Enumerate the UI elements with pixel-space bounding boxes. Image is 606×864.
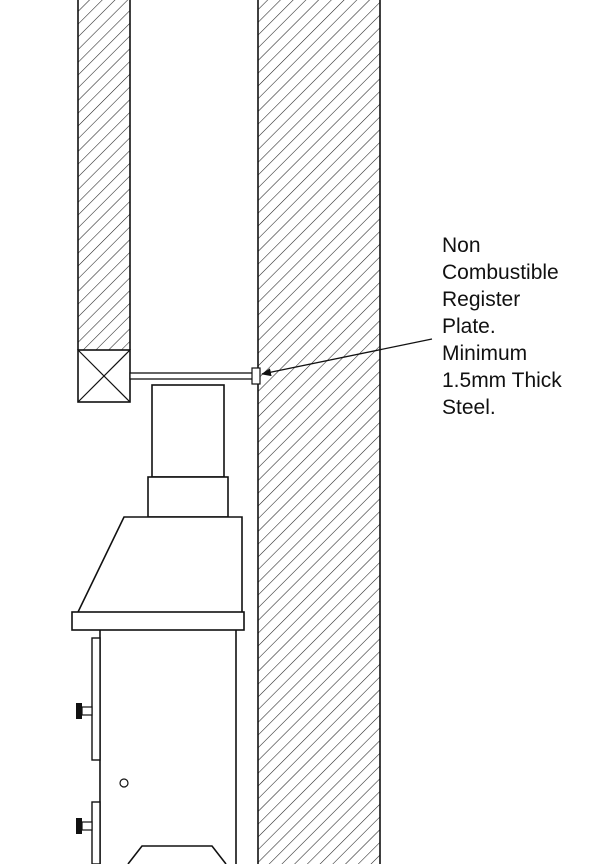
stove-canopy — [71, 516, 245, 631]
callout-arrow — [261, 338, 433, 377]
callout-line-6: 1.5mm Thick — [442, 369, 562, 392]
callout-line-1: Non — [442, 234, 481, 257]
flue-pipe — [147, 384, 229, 518]
lower-door-handle — [76, 818, 93, 834]
ash-pan — [127, 845, 227, 864]
upper-door-handle — [76, 703, 93, 719]
callout-line-7: Steel. — [442, 396, 496, 419]
left-wall-section — [77, 0, 131, 350]
callout-label: Non Combustible Register Plate. Minimum … — [442, 234, 568, 419]
right-wall — [257, 0, 381, 864]
register-plate — [129, 367, 261, 385]
lintel-block — [77, 349, 131, 403]
air-control-knob — [119, 778, 129, 788]
callout-line-4: Plate. — [442, 315, 496, 338]
stove-body — [91, 630, 237, 864]
callout-line-2: Combustible — [442, 261, 559, 284]
callout-line-5: Minimum — [442, 342, 527, 365]
callout-line-3: Register — [442, 288, 520, 311]
